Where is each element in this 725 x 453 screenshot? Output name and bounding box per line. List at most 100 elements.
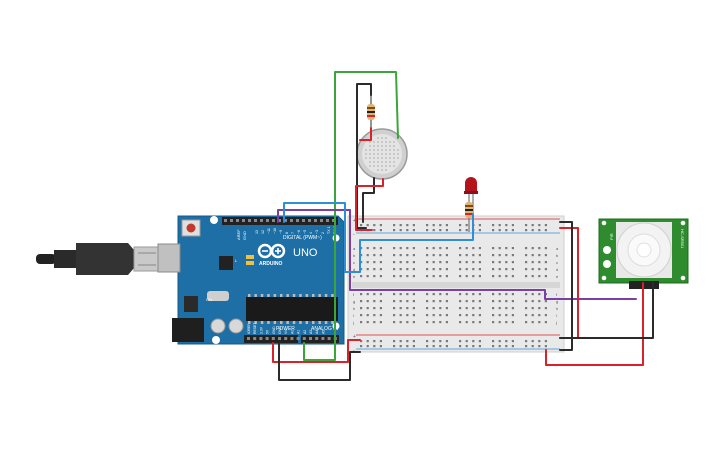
breadboard-hole[interactable] — [531, 229, 534, 232]
breadboard-hole[interactable] — [459, 293, 462, 296]
breadboard-hole[interactable] — [379, 261, 382, 264]
breadboard-hole[interactable] — [366, 340, 369, 343]
breadboard-hole[interactable] — [498, 261, 501, 264]
breadboard-hole[interactable] — [406, 254, 409, 257]
arduino-uno-board[interactable]: UNO ARDUINO DIGITAL (PWM~) POWER ANALOG … — [157, 215, 345, 345]
breadboard-hole[interactable] — [399, 268, 402, 271]
breadboard-hole[interactable] — [366, 321, 369, 324]
breadboard-hole[interactable] — [498, 275, 501, 278]
breadboard-hole[interactable] — [399, 261, 402, 264]
breadboard-hole[interactable] — [505, 268, 508, 271]
breadboard-hole[interactable] — [379, 340, 382, 343]
breadboard-hole[interactable] — [525, 254, 528, 257]
breadboard-hole[interactable] — [360, 261, 363, 264]
breadboard-hole[interactable] — [525, 345, 528, 348]
breadboard-hole[interactable] — [426, 229, 429, 232]
breadboard-hole[interactable] — [445, 247, 448, 250]
breadboard-hole[interactable] — [412, 321, 415, 324]
breadboard-hole[interactable] — [393, 293, 396, 296]
breadboard-hole[interactable] — [366, 314, 369, 317]
breadboard-hole[interactable] — [459, 268, 462, 271]
breadboard-hole[interactable] — [531, 275, 534, 278]
breadboard-hole[interactable] — [472, 300, 475, 303]
breadboard-hole[interactable] — [412, 224, 415, 227]
breadboard-hole[interactable] — [360, 275, 363, 278]
breadboard-hole[interactable] — [426, 224, 429, 227]
breadboard-hole[interactable] — [531, 268, 534, 271]
breadboard-hole[interactable] — [366, 293, 369, 296]
breadboard-hole[interactable] — [459, 345, 462, 348]
breadboard-hole[interactable] — [412, 340, 415, 343]
breadboard-hole[interactable] — [393, 254, 396, 257]
breadboard-hole[interactable] — [544, 321, 547, 324]
breadboard-hole[interactable] — [544, 340, 547, 343]
breadboard-hole[interactable] — [445, 224, 448, 227]
breadboard-hole[interactable] — [399, 254, 402, 257]
pir-sensor[interactable]: PIR HC-SR501 — [598, 218, 689, 289]
breadboard-hole[interactable] — [412, 247, 415, 250]
breadboard-hole[interactable] — [393, 261, 396, 264]
breadboard-hole[interactable] — [472, 307, 475, 310]
header-pin-hole[interactable] — [284, 337, 288, 340]
header-pin-hole[interactable] — [278, 337, 281, 340]
breadboard-hole[interactable] — [399, 345, 402, 348]
breadboard-hole[interactable] — [445, 254, 448, 257]
breadboard-hole[interactable] — [393, 229, 396, 232]
breadboard-hole[interactable] — [472, 340, 475, 343]
breadboard-hole[interactable] — [531, 261, 534, 264]
breadboard-hole[interactable] — [544, 224, 547, 227]
breadboard-hole[interactable] — [439, 300, 442, 303]
breadboard-hole[interactable] — [511, 293, 514, 296]
breadboard-hole[interactable] — [459, 340, 462, 343]
breadboard-hole[interactable] — [360, 340, 363, 343]
breadboard-hole[interactable] — [426, 254, 429, 257]
breadboard-hole[interactable] — [531, 247, 534, 250]
breadboard-hole[interactable] — [412, 229, 415, 232]
breadboard-hole[interactable] — [478, 247, 481, 250]
breadboard-hole[interactable] — [412, 275, 415, 278]
breadboard-hole[interactable] — [439, 321, 442, 324]
breadboard-hole[interactable] — [459, 254, 462, 257]
breadboard-hole[interactable] — [465, 229, 468, 232]
header-pin-hole[interactable] — [321, 337, 325, 340]
breadboard-hole[interactable] — [538, 261, 541, 264]
gas-sensor[interactable] — [356, 128, 408, 180]
breadboard-hole[interactable] — [399, 247, 402, 250]
breadboard-hole[interactable] — [511, 307, 514, 310]
breadboard-hole[interactable] — [538, 321, 541, 324]
breadboard-hole[interactable] — [492, 340, 495, 343]
breadboard-hole[interactable] — [465, 261, 468, 264]
breadboard-hole[interactable] — [492, 254, 495, 257]
breadboard-hole[interactable] — [544, 247, 547, 250]
breadboard-hole[interactable] — [472, 268, 475, 271]
breadboard-hole[interactable] — [511, 254, 514, 257]
breadboard-hole[interactable] — [432, 275, 435, 278]
breadboard-hole[interactable] — [472, 254, 475, 257]
breadboard-hole[interactable] — [439, 254, 442, 257]
breadboard-hole[interactable] — [492, 275, 495, 278]
breadboard-hole[interactable] — [538, 247, 541, 250]
breadboard-hole[interactable] — [492, 268, 495, 271]
header-pin-hole[interactable] — [332, 219, 335, 222]
breadboard-hole[interactable] — [459, 224, 462, 227]
breadboard-hole[interactable] — [393, 300, 396, 303]
breadboard-hole[interactable] — [412, 307, 415, 310]
breadboard-hole[interactable] — [505, 254, 508, 257]
breadboard-hole[interactable] — [531, 307, 534, 310]
breadboard-hole[interactable] — [432, 314, 435, 317]
breadboard-hole[interactable] — [426, 314, 429, 317]
breadboard-hole[interactable] — [472, 345, 475, 348]
breadboard-hole[interactable] — [366, 307, 369, 310]
breadboard-hole[interactable] — [465, 321, 468, 324]
wire-green-sensor-power[interactable] — [303, 71, 399, 361]
breadboard-hole[interactable] — [478, 261, 481, 264]
breadboard-hole[interactable] — [505, 340, 508, 343]
breadboard-hole[interactable] — [360, 321, 363, 324]
breadboard-hole[interactable] — [393, 224, 396, 227]
breadboard-hole[interactable] — [373, 275, 376, 278]
breadboard-hole[interactable] — [393, 275, 396, 278]
breadboard-hole[interactable] — [465, 254, 468, 257]
breadboard-hole[interactable] — [472, 247, 475, 250]
breadboard-hole[interactable] — [426, 321, 429, 324]
breadboard-hole[interactable] — [459, 247, 462, 250]
